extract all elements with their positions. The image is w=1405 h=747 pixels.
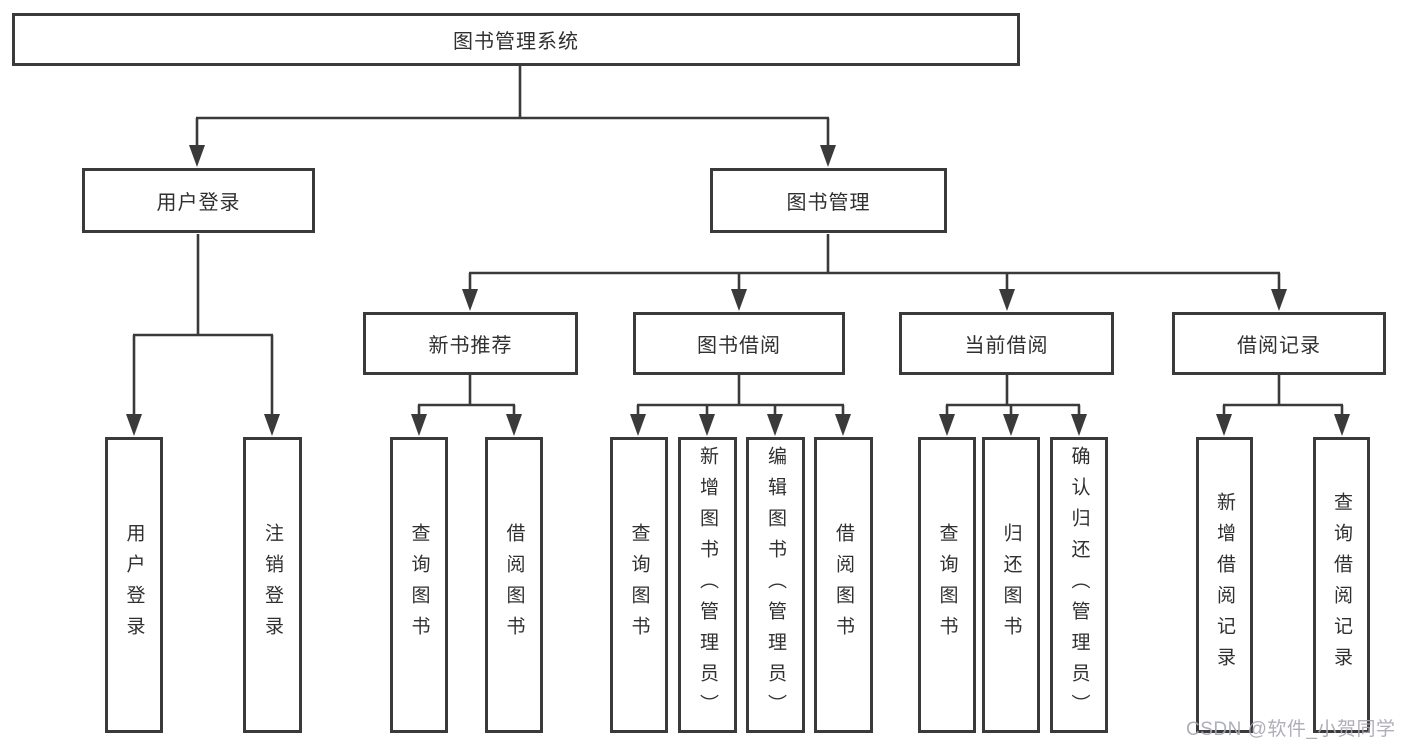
node-label: 新书推荐 bbox=[428, 335, 513, 357]
node-label: 借阅记录 bbox=[1237, 335, 1321, 357]
leaf-borrow-books-recommend: 借阅图书 bbox=[485, 437, 543, 733]
connector-lines bbox=[132, 66, 1344, 416]
node-label: 查询图书 bbox=[408, 523, 430, 647]
node-borrowing-records: 借阅记录 bbox=[1172, 312, 1386, 375]
node-label: 图书借阅 bbox=[697, 335, 781, 357]
leaf-logout: 注销登录 bbox=[243, 437, 302, 733]
node-label: 借阅图书 bbox=[503, 523, 525, 647]
node-system-root: 图书管理系统 bbox=[12, 13, 1020, 66]
node-label: 归还图书 bbox=[1000, 523, 1022, 647]
leaf-query-books-borrowing: 查询图书 bbox=[610, 437, 668, 733]
leaf-add-books-admin: 新增图书（管理员） bbox=[678, 437, 737, 733]
node-user-login-branch: 用户登录 bbox=[82, 168, 315, 233]
node-label: 注销登录 bbox=[262, 523, 283, 647]
node-label: 用户登录 bbox=[123, 523, 145, 647]
leaf-query-borrow-record: 查询借阅记录 bbox=[1313, 437, 1370, 733]
node-label: 查询图书 bbox=[936, 523, 958, 647]
node-new-book-recommend: 新书推荐 bbox=[363, 312, 578, 375]
leaf-confirm-return-admin: 确认归还（管理员） bbox=[1050, 437, 1108, 733]
node-label: 确认归还（管理员） bbox=[1068, 445, 1090, 725]
leaf-edit-books-admin: 编辑图书（管理员） bbox=[746, 437, 805, 733]
leaf-user-login: 用户登录 bbox=[105, 437, 163, 733]
leaf-query-books-recommend: 查询图书 bbox=[390, 437, 448, 733]
leaf-borrow-books: 借阅图书 bbox=[814, 437, 873, 733]
node-label: 当前借阅 bbox=[964, 335, 1049, 357]
node-label: 借阅图书 bbox=[833, 523, 854, 647]
leaf-query-books-current: 查询图书 bbox=[918, 437, 976, 733]
node-label: 新增图书（管理员） bbox=[697, 445, 718, 725]
node-label: 图书管理 bbox=[786, 192, 871, 214]
csdn-watermark: CSDN @软件_小贺同学 bbox=[1186, 719, 1396, 740]
node-book-borrowing: 图书借阅 bbox=[633, 312, 845, 375]
node-label: 图书管理系统 bbox=[453, 31, 579, 53]
leaf-add-borrow-record: 新增借阅记录 bbox=[1196, 437, 1253, 733]
node-label: 新增借阅记录 bbox=[1214, 492, 1235, 678]
node-label: 用户登录 bbox=[156, 192, 241, 214]
leaf-return-books: 归还图书 bbox=[982, 437, 1040, 733]
node-label: 查询图书 bbox=[628, 523, 650, 647]
node-label: 查询借阅记录 bbox=[1331, 492, 1352, 678]
node-current-borrowing: 当前借阅 bbox=[899, 312, 1114, 375]
node-label: 编辑图书（管理员） bbox=[765, 445, 786, 725]
node-book-management-branch: 图书管理 bbox=[710, 168, 947, 233]
connector-arrowheads bbox=[126, 145, 1350, 436]
